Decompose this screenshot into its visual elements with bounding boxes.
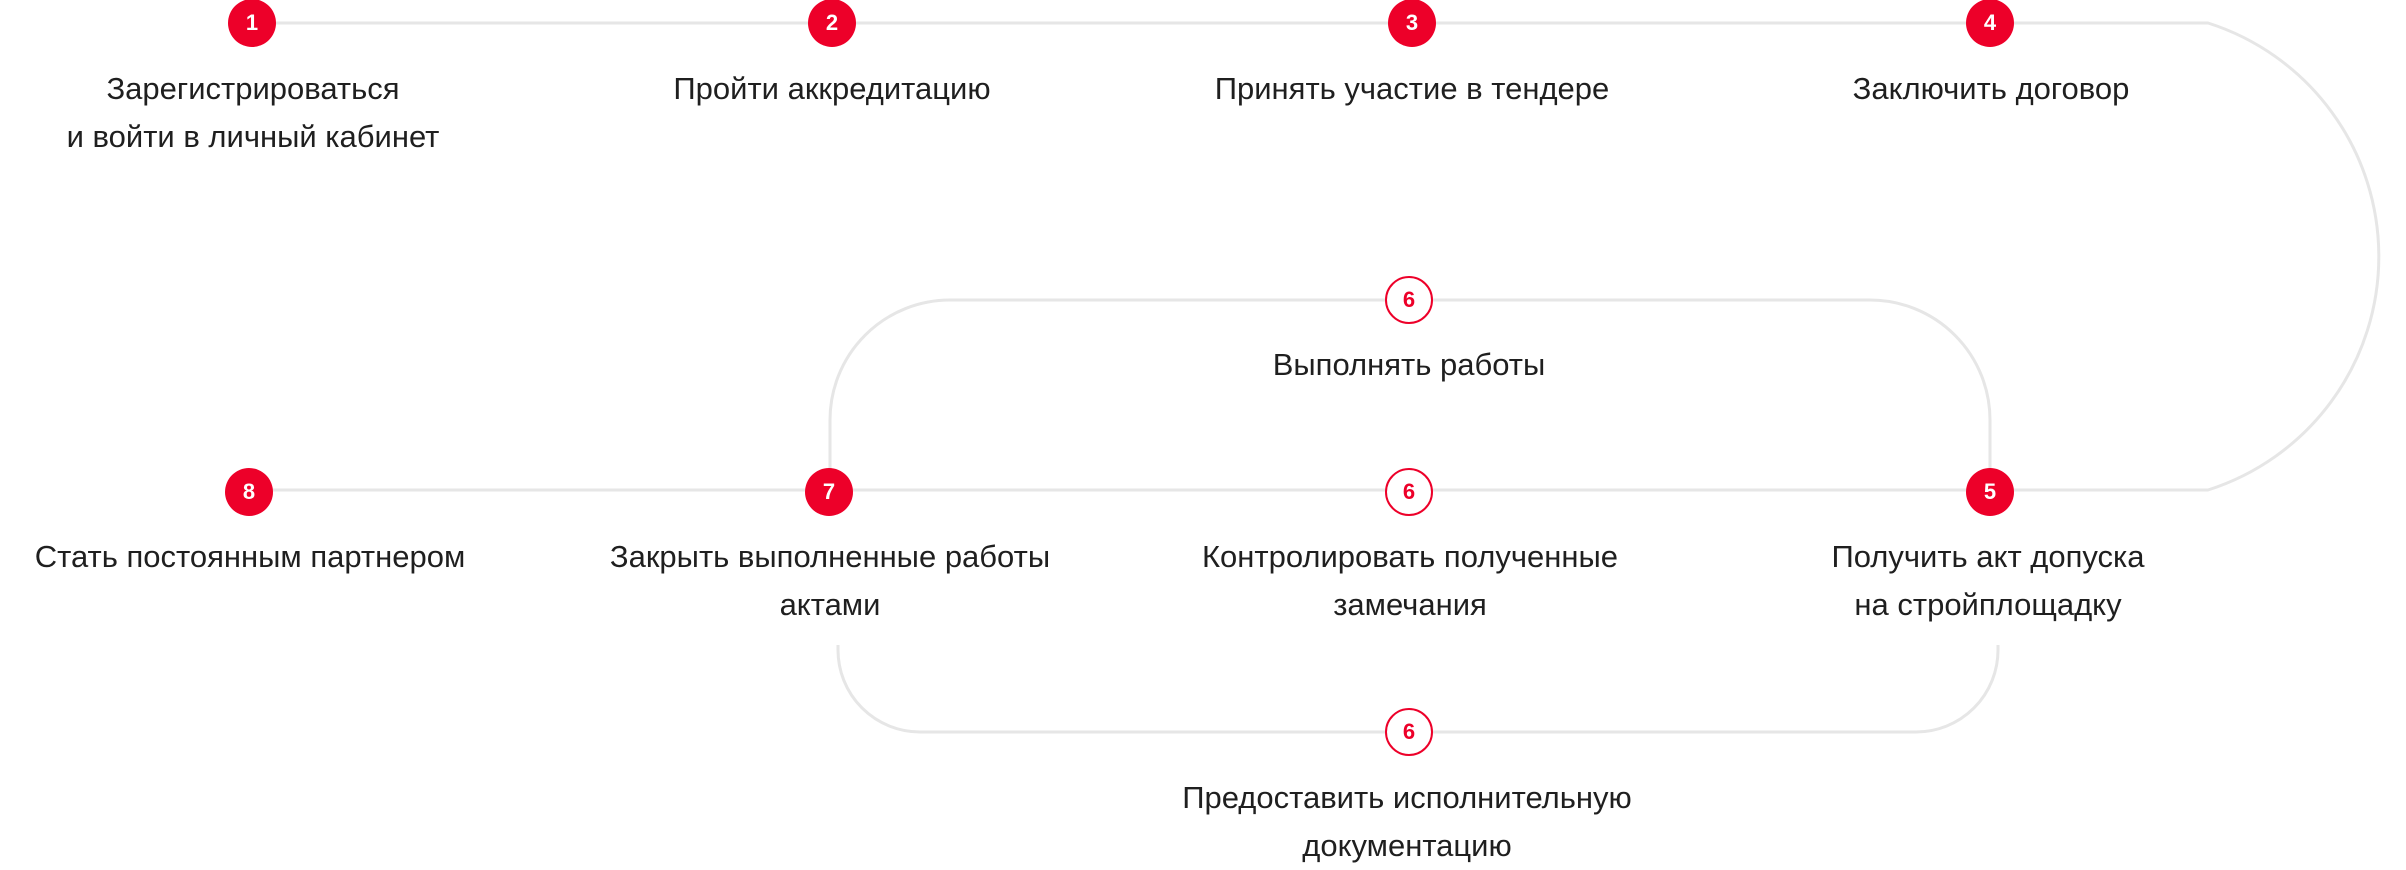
step-1-line2: и войти в личный кабинет — [66, 119, 440, 154]
step-6-line2-control: замечания — [1333, 587, 1487, 622]
step-3-number: 3 — [1405, 10, 1419, 35]
step-6-number-work: 6 — [1402, 287, 1416, 312]
step-2-line1: Пройти аккредитацию — [673, 71, 991, 106]
step-5-number: 5 — [1983, 479, 1997, 504]
step-2-label: Пройти аккредитацию — [512, 65, 1152, 113]
step-4-number: 4 — [1983, 10, 1997, 35]
step-3-label: Принять участие в тендере — [1092, 65, 1732, 113]
step-7-line1: Закрыть выполненные работы — [609, 539, 1051, 574]
step-7-marker: 7 — [805, 468, 853, 516]
step-6-marker-control: 6 — [1385, 468, 1433, 516]
step-8-number: 8 — [242, 479, 256, 504]
step-6-label-control: Контролировать полученные замечания — [1090, 533, 1730, 629]
step-5-line2: на стройплощадку — [1854, 587, 2122, 622]
step-5-label: Получить акт допуска на стройплощадку — [1668, 533, 2308, 629]
step-1-number: 1 — [245, 10, 259, 35]
step-6-line1-work: Выполнять работы — [1272, 347, 1546, 382]
step-7-number: 7 — [822, 479, 836, 504]
step-6-label-work: Выполнять работы — [1089, 341, 1729, 389]
step-1-line1: Зарегистрироваться — [106, 71, 400, 106]
step-6-line2-docs: документацию — [1302, 828, 1512, 863]
step-6-label-docs: Предоставить исполнительную документацию — [1087, 774, 1727, 870]
step-8-marker: 8 — [225, 468, 273, 516]
step-1-marker: 1 — [228, 0, 276, 47]
step-6-number-control: 6 — [1402, 479, 1416, 504]
step-6-line1-docs: Предоставить исполнительную — [1182, 780, 1632, 815]
step-6-marker-docs: 6 — [1385, 708, 1433, 756]
step-7-label: Закрыть выполненные работы актами — [510, 533, 1150, 629]
step-5-line1: Получить акт допуска — [1831, 539, 2145, 574]
step-6-number-docs: 6 — [1402, 719, 1416, 744]
step-3-line1: Принять участие в тендере — [1214, 71, 1610, 106]
step-2-marker: 2 — [808, 0, 856, 47]
step-4-marker: 4 — [1966, 0, 2014, 47]
step-6-line1-control: Контролировать полученные — [1201, 539, 1619, 574]
connector-loop-upper — [828, 298, 1992, 490]
step-2-number: 2 — [825, 10, 839, 35]
step-1-label: Зарегистрироваться и войти в личный каби… — [0, 65, 573, 161]
step-8-line1: Стать постоянным партнером — [34, 539, 466, 574]
step-7-line2: актами — [779, 587, 881, 622]
step-6-marker-work: 6 — [1385, 276, 1433, 324]
step-4-line1: Заключить договор — [1852, 71, 2130, 106]
connector-4-5-curve — [1990, 21, 2381, 492]
step-3-marker: 3 — [1388, 0, 1436, 47]
step-8-label: Стать постоянным партнером — [0, 533, 570, 581]
step-4-label: Заключить договор — [1671, 65, 2311, 113]
step-5-marker: 5 — [1966, 468, 2014, 516]
